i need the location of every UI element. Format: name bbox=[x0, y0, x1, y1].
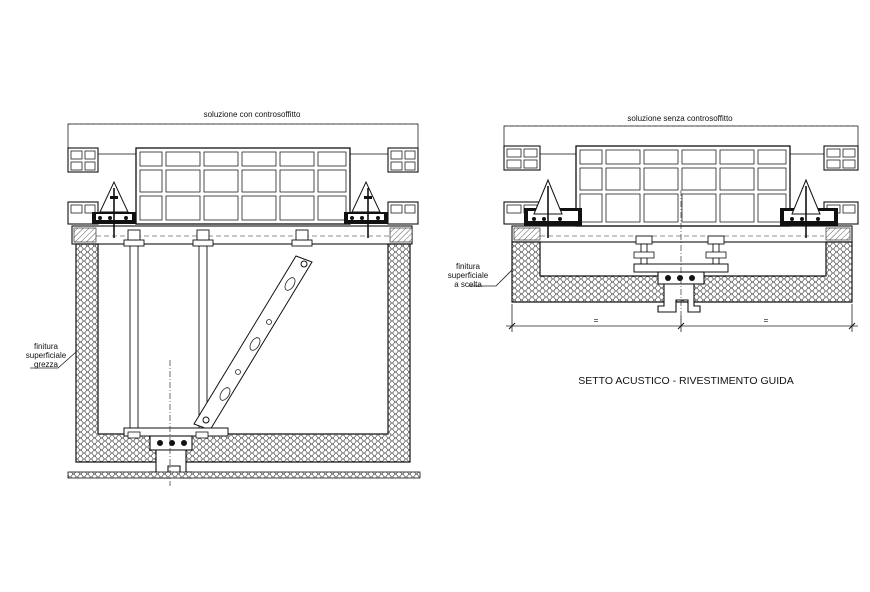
left-ceiling-track bbox=[71, 225, 413, 245]
right-insulated-box bbox=[511, 241, 853, 303]
svg-text:a scelta: a scelta bbox=[454, 280, 482, 289]
drawing-title: SETTO ACUSTICO - RIVESTIMENTO GUIDA bbox=[578, 375, 793, 387]
right-brick-course bbox=[575, 145, 791, 227]
svg-text:finitura: finitura bbox=[456, 262, 481, 271]
left-anchor-left bbox=[92, 180, 136, 238]
right-note: finitura superficiale a scelta bbox=[448, 262, 513, 289]
svg-text:grezza: grezza bbox=[34, 360, 59, 369]
svg-text:=: = bbox=[764, 316, 769, 325]
right-ceiling-track bbox=[511, 225, 853, 243]
left-side-bricks bbox=[67, 147, 419, 225]
left-anchor-right bbox=[344, 180, 388, 238]
left-note: finitura superficiale grezza bbox=[26, 342, 77, 369]
right-detail: soluzione senza controsoffitto bbox=[448, 114, 859, 332]
right-hanger-studs bbox=[633, 235, 727, 265]
right-carriage bbox=[633, 190, 729, 320]
left-hanger-rods bbox=[123, 229, 313, 429]
left-insulated-box bbox=[75, 243, 411, 463]
left-detail: soluzione con controsoffitto bbox=[26, 110, 421, 486]
right-caption: soluzione senza controsoffitto bbox=[627, 114, 733, 123]
left-brick-course bbox=[135, 147, 351, 225]
svg-text:=: = bbox=[594, 316, 599, 325]
left-diagonal-brace bbox=[193, 255, 313, 431]
svg-text:superficiale: superficiale bbox=[448, 271, 489, 280]
left-floor-rail bbox=[67, 471, 421, 479]
right-dimension: = = bbox=[506, 304, 858, 332]
right-anchor-left bbox=[524, 178, 582, 238]
right-anchor-right bbox=[780, 178, 838, 238]
left-caption: soluzione con controsoffitto bbox=[204, 110, 301, 119]
svg-text:finitura: finitura bbox=[34, 342, 59, 351]
svg-text:superficiale: superficiale bbox=[26, 351, 67, 360]
